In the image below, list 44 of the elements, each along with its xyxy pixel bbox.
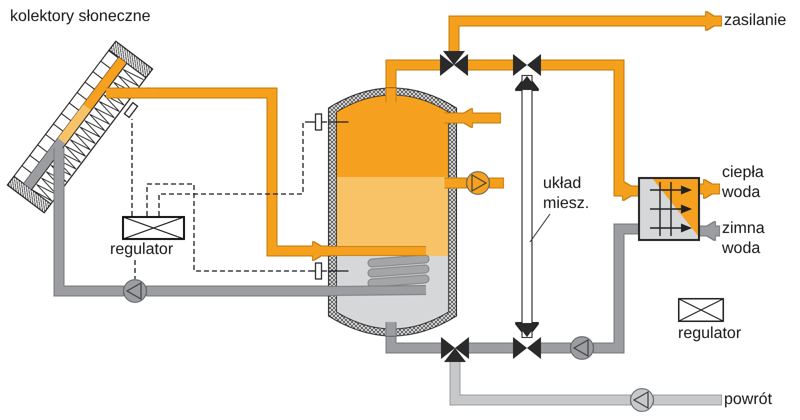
pipe [54,215,123,296]
valve-icon [513,54,541,76]
valve-icon [441,337,469,362]
pipe [157,88,328,260]
legend-label: regulator [678,324,742,344]
pipe [457,109,500,127]
pipe [386,336,441,352]
signal-line [158,121,310,216]
valve-icon [513,337,541,359]
pipe [594,224,638,352]
pipe-label: zimna woda [719,219,765,259]
component-label: kolektory słoneczne [10,7,151,27]
pump-icon [123,279,147,303]
signal-line [131,119,133,216]
pump-icon [570,336,594,360]
pipe [468,60,513,70]
pipe-label: powrót [721,390,772,410]
pipe [147,286,328,296]
bypass-pipe [516,76,538,337]
pipe [700,222,719,240]
signal-line [134,260,136,279]
pipe [490,178,503,188]
pipe-label: ciepła woda [719,163,764,203]
pipe [386,60,440,88]
pipe [450,362,630,404]
component-label: regulator [110,240,174,260]
sensor-icon [310,113,327,131]
pipe [541,344,570,352]
pipe [457,178,466,188]
signal-line [146,183,310,272]
pipe-label: zasilanie [721,11,786,31]
sensor-icon [310,262,327,280]
pump-icon [630,388,654,412]
pipe [450,12,721,51]
pipe [469,344,513,352]
pipe [541,60,638,200]
callout-label: układ miesz. [543,174,590,214]
pump-icon [466,171,490,195]
heat-exchanger [638,177,700,241]
leader-line [530,214,550,242]
valve-icon [440,51,468,76]
storage-tank [328,88,457,336]
pipe [700,180,719,198]
pipe [654,396,721,404]
